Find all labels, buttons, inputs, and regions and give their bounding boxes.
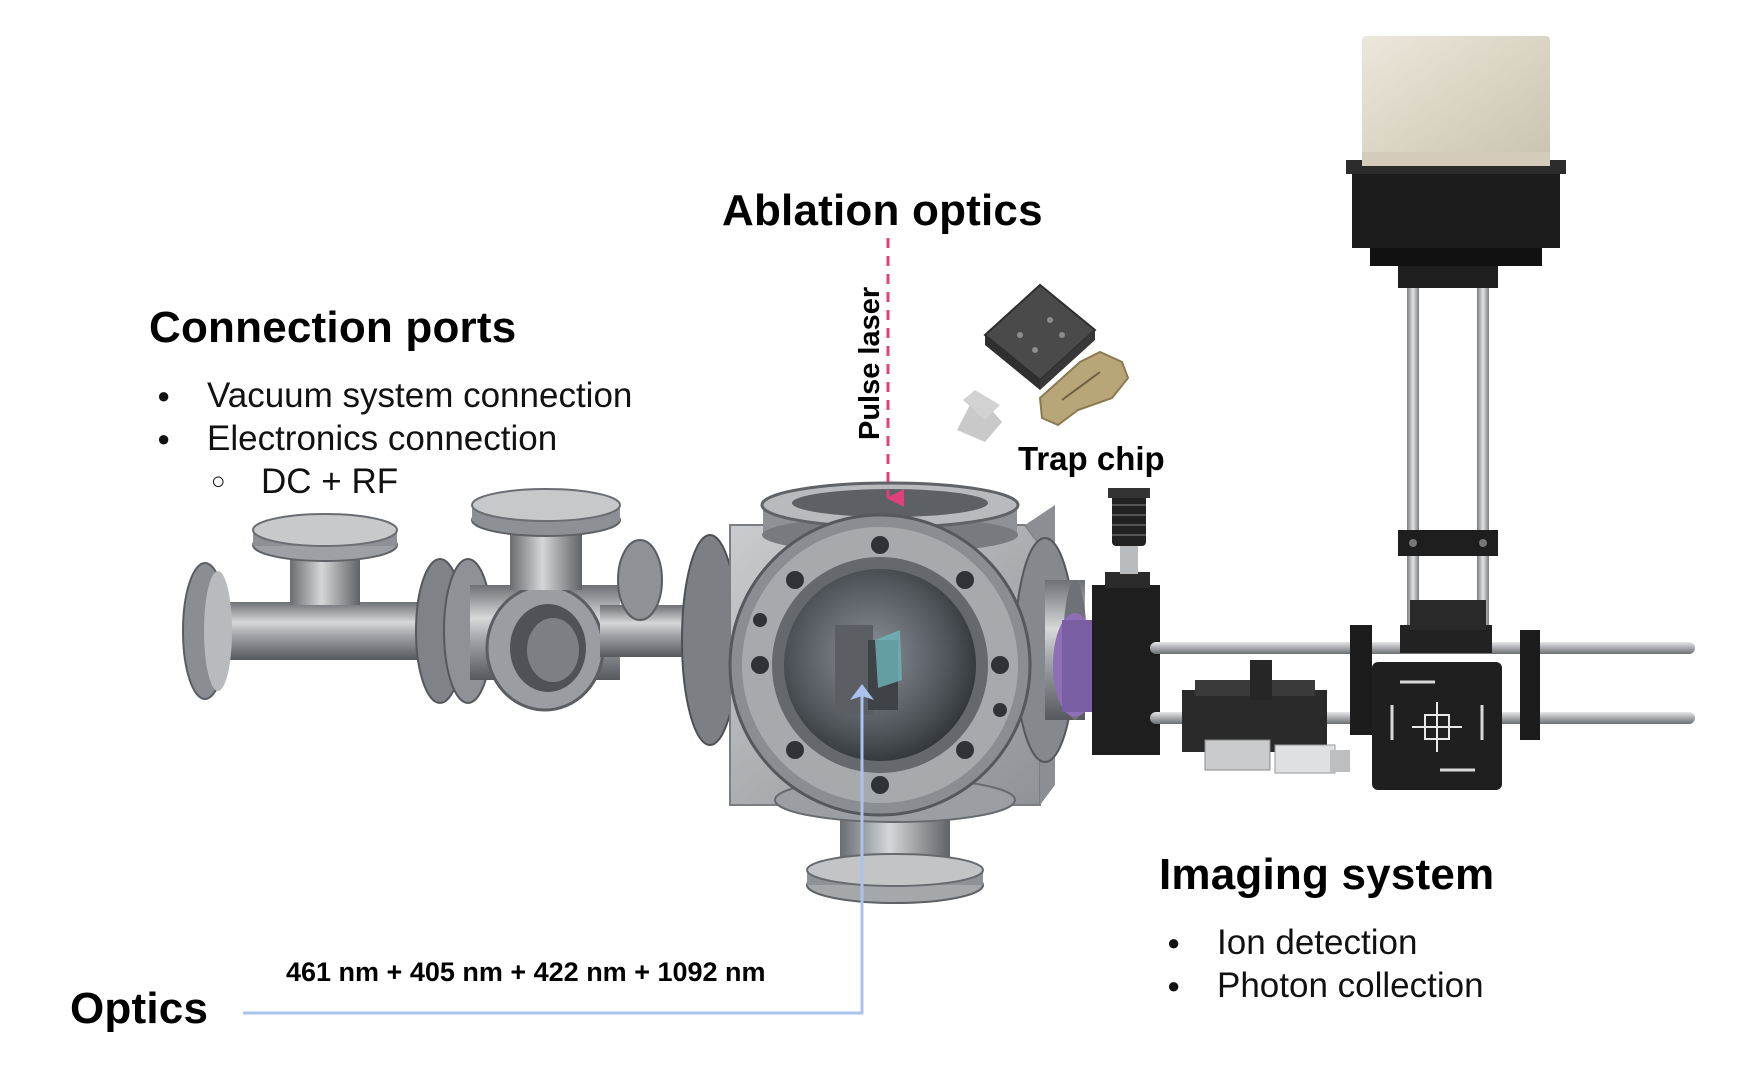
vacuum-chamber-icon (681, 481, 1087, 904)
list-subitem: DC + RF (157, 460, 632, 503)
list-item: Ion detection (1167, 921, 1484, 964)
wavelengths-label: 461 nm + 405 nm + 422 nm + 1092 nm (286, 957, 766, 987)
list-item: Photon collection (1167, 964, 1484, 1007)
connection-ports-title: Connection ports (149, 303, 517, 352)
trap-chip-label: Trap chip (1018, 440, 1165, 477)
connection-ports-list: Vacuum system connection Electronics con… (157, 374, 632, 503)
imaging-system-list: Ion detection Photon collection (1167, 921, 1484, 1007)
imaging-system-title: Imaging system (1159, 850, 1495, 899)
optics-beam-path (243, 688, 864, 1015)
pulse-laser-label: Pulse laser (854, 287, 886, 440)
vacuum-plumbing (182, 488, 710, 712)
chip-insert-arrow (957, 390, 1002, 442)
optics-title: Optics (70, 984, 209, 1033)
ablation-optics-title: Ablation optics (722, 186, 1043, 235)
trap-chip-icon (983, 283, 1130, 427)
imaging-assembly (1053, 36, 1695, 790)
translation-stage-icon (1182, 660, 1350, 774)
imaging-camera-icon (1346, 36, 1566, 266)
list-item: Electronics connection (157, 417, 632, 460)
list-item: Vacuum system connection (157, 374, 632, 417)
optics-beam-arrowhead (850, 684, 874, 700)
